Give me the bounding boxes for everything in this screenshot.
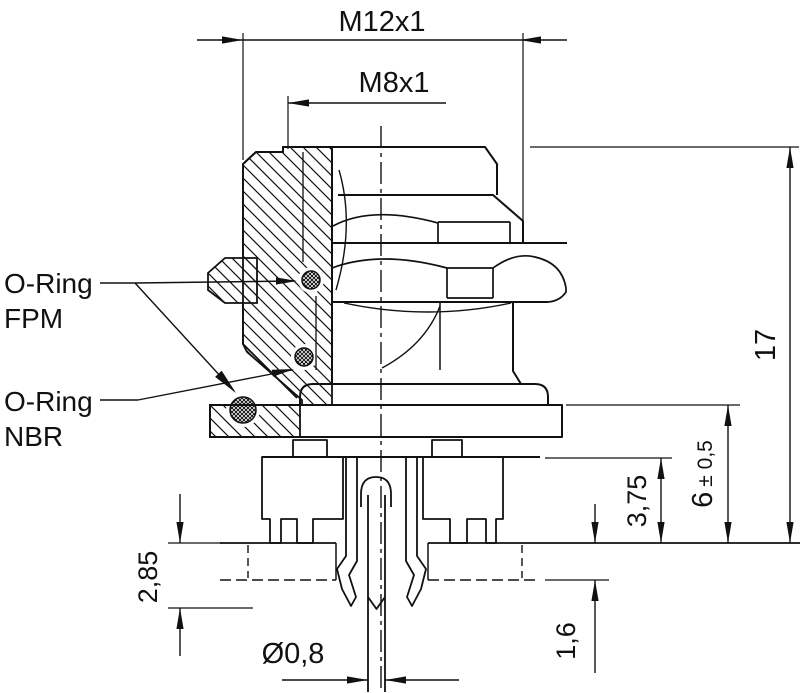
- top-face: [242, 146, 498, 195]
- callout-fpm-line1: O-Ring: [4, 268, 93, 299]
- washer-flange: [299, 383, 549, 405]
- o-rings: [229, 270, 321, 424]
- cylinder-right-edge: [512, 302, 522, 385]
- carrier-tab-right: [431, 439, 463, 458]
- dim-text-16: 1,6: [551, 622, 581, 660]
- center-pin: [367, 495, 386, 692]
- panel-hidden-verticals: [247, 545, 523, 578]
- carrier-right-block: [422, 456, 504, 544]
- m12-nut-facet: [437, 221, 511, 243]
- dim-text-m12: M12x1: [338, 6, 425, 38]
- panel-hole-edges: [335, 543, 429, 580]
- o-ring-middle: [294, 347, 314, 367]
- upper-step-edge: [338, 194, 524, 243]
- dim-text-6-tolerance: ± 0,5: [694, 440, 717, 487]
- dim-text-m8: M8x1: [359, 67, 430, 99]
- dim-text-6-value: 6: [687, 492, 719, 508]
- extension-lines: [168, 33, 799, 609]
- dim-text-pin-diameter: Ø0,8: [262, 638, 325, 670]
- callout-nbr-line2: NBR: [4, 421, 63, 452]
- dim-text-375: 3,75: [622, 475, 652, 528]
- locknut-facet: [446, 267, 494, 299]
- sleeve-bulge-arc: [335, 169, 347, 291]
- dim-text-6: 6 ± 0,5: [687, 440, 719, 508]
- thread-crest-left: [242, 164, 298, 399]
- inner-wall-lines: [302, 152, 317, 370]
- callout-nbr-line1: O-Ring: [4, 386, 93, 417]
- flange-plate: [209, 404, 563, 438]
- o-ring-nbr-bottom: [229, 396, 257, 424]
- carrier-left-block: [261, 456, 344, 544]
- dome-blend-arc: [381, 305, 441, 369]
- dimension-lines: [100, 39, 791, 681]
- m12-nut-face-arc: [332, 213, 439, 227]
- leader-fpm: [100, 280, 296, 392]
- locknut-arcs: [331, 254, 567, 303]
- dome-sag-arc: [343, 302, 512, 313]
- dim-text-17: 17: [750, 329, 782, 361]
- dimension-texts: M12x1 M8x1 17 6 ± 0,5 3,75 1,6 2,85 Ø0,8: [133, 6, 782, 670]
- snap-leg-right: [405, 457, 427, 607]
- contact-carrier: [261, 439, 540, 692]
- mounting-panel: [220, 542, 800, 581]
- dim-text-285: 2,85: [133, 551, 163, 604]
- carrier-tab-left: [292, 439, 328, 458]
- o-ring-fpm-top: [301, 270, 321, 290]
- arrowheads: [176, 36, 794, 684]
- o-ring-callouts: O-Ring FPM O-Ring NBR: [4, 268, 93, 452]
- center-post-dome: [360, 476, 392, 507]
- section-hex-tab: [207, 257, 258, 304]
- snap-leg-left: [336, 457, 358, 607]
- center-pin-chevron: [367, 596, 386, 610]
- callout-fpm-line2: FPM: [4, 303, 63, 334]
- leader-nbr: [100, 369, 293, 401]
- connector-body-outline: [209, 146, 567, 438]
